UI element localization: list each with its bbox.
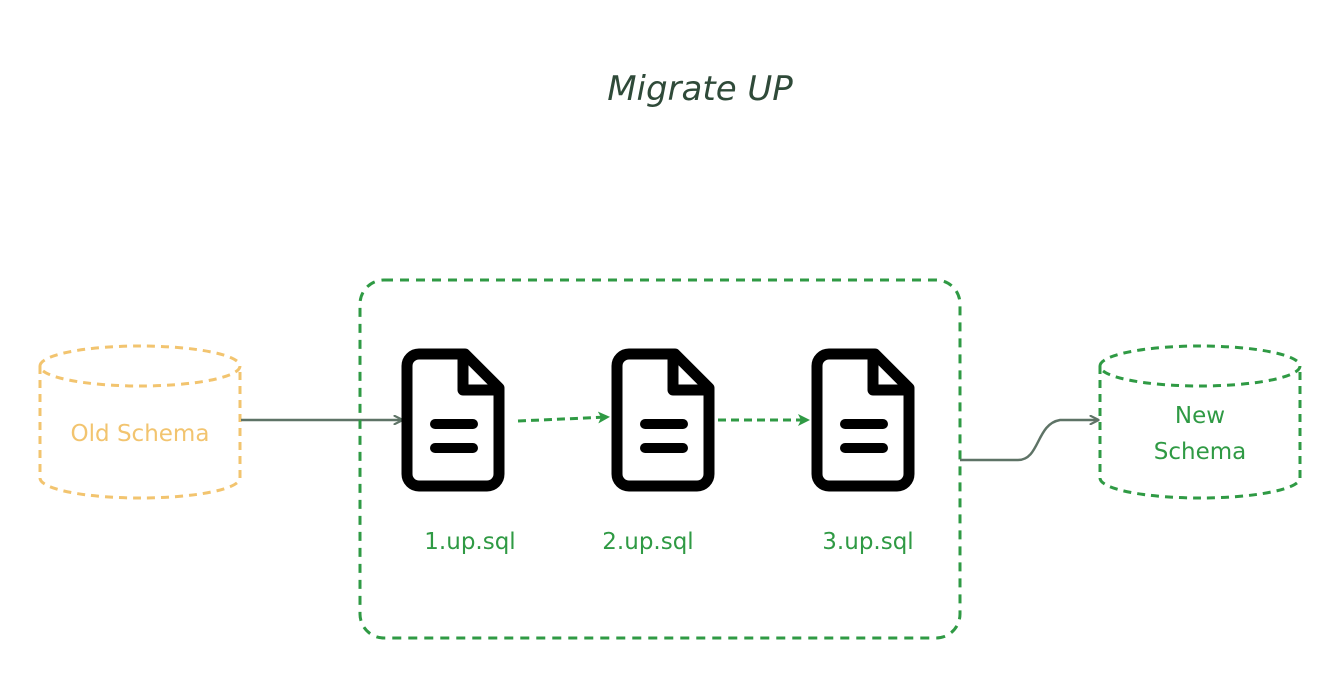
new-schema-label-line-1: New — [1175, 403, 1225, 429]
migration-arrow-1-to-2 — [517, 411, 610, 424]
migration-label-3: 3.up.sql — [822, 529, 913, 555]
migration-file-icon-1 — [401, 348, 505, 492]
migration-to-new-schema-arrow — [960, 420, 1098, 462]
migration-file-icon-2 — [611, 348, 715, 492]
old-schema-database-icon — [38, 344, 242, 500]
migration-file-icon-3 — [811, 348, 915, 492]
old-schema-label: Old Schema — [71, 421, 210, 447]
diagram-title: Migrate UP — [607, 69, 793, 109]
migration-label-1: 1.up.sql — [424, 529, 515, 555]
new-schema-database-icon — [1098, 344, 1302, 500]
migration-group-container — [358, 278, 962, 640]
migration-label-2: 2.up.sql — [602, 529, 693, 555]
new-schema-label-line-2: Schema — [1154, 439, 1246, 465]
